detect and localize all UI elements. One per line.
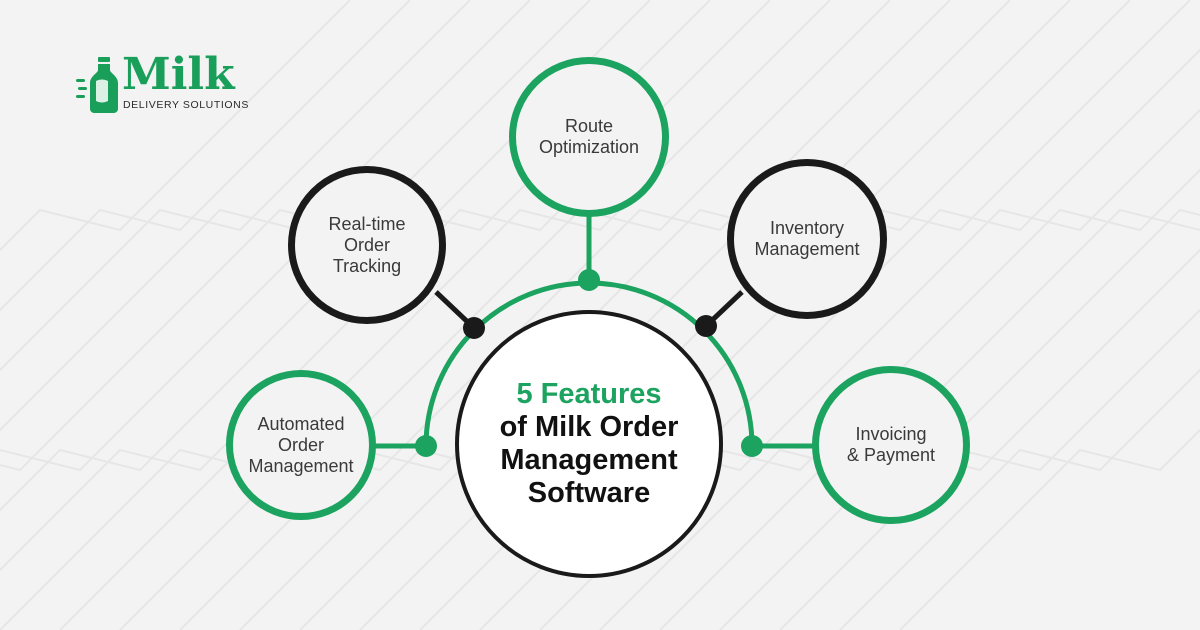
- background-line: [0, 0, 351, 252]
- dot-tracking: [463, 317, 485, 339]
- background-line: [0, 0, 411, 312]
- logo-wordmark: Milk: [122, 49, 235, 100]
- feature-real-time-order-tracking: Real-time Order Tracking: [288, 166, 446, 324]
- center-hub: 5 Features of Milk Order Management Soft…: [455, 310, 723, 578]
- feature-label: Automated Order Management: [248, 413, 354, 476]
- dot-route: [578, 269, 600, 291]
- feature-inventory-management: Inventory Management: [727, 159, 887, 319]
- feature-route-optimization: Route Optimization: [509, 57, 669, 217]
- background-line: [899, 428, 1200, 630]
- center-accent-title: 5 Features: [516, 378, 662, 410]
- background-line: [659, 208, 1200, 630]
- feature-invoicing-payment: Invoicing & Payment: [812, 366, 970, 524]
- background-line: [59, 0, 891, 630]
- feature-label: Invoicing & Payment: [846, 424, 936, 465]
- brand-logo: Milk DELIVERY SOLUTIONS: [76, 49, 266, 115]
- dot-automated: [415, 435, 437, 457]
- feature-label: Real-time Order Tracking: [328, 213, 406, 276]
- center-title: of Milk Order Management Software: [499, 411, 679, 509]
- logo-tagline: DELIVERY SOLUTIONS: [123, 99, 249, 111]
- dot-inventory: [695, 315, 717, 337]
- background-line: [299, 0, 1131, 630]
- feature-label: Inventory Management: [754, 218, 860, 259]
- background-line: [839, 368, 1200, 630]
- dot-invoicing: [741, 435, 763, 457]
- background-line: [0, 0, 711, 512]
- feature-label: Route Optimization: [538, 116, 640, 157]
- background-line: [0, 0, 651, 472]
- background-line: [0, 0, 471, 372]
- feature-automated-order-management: Automated Order Management: [226, 370, 376, 520]
- background-line: [599, 208, 1200, 630]
- milk-bottle-icon: [76, 57, 118, 113]
